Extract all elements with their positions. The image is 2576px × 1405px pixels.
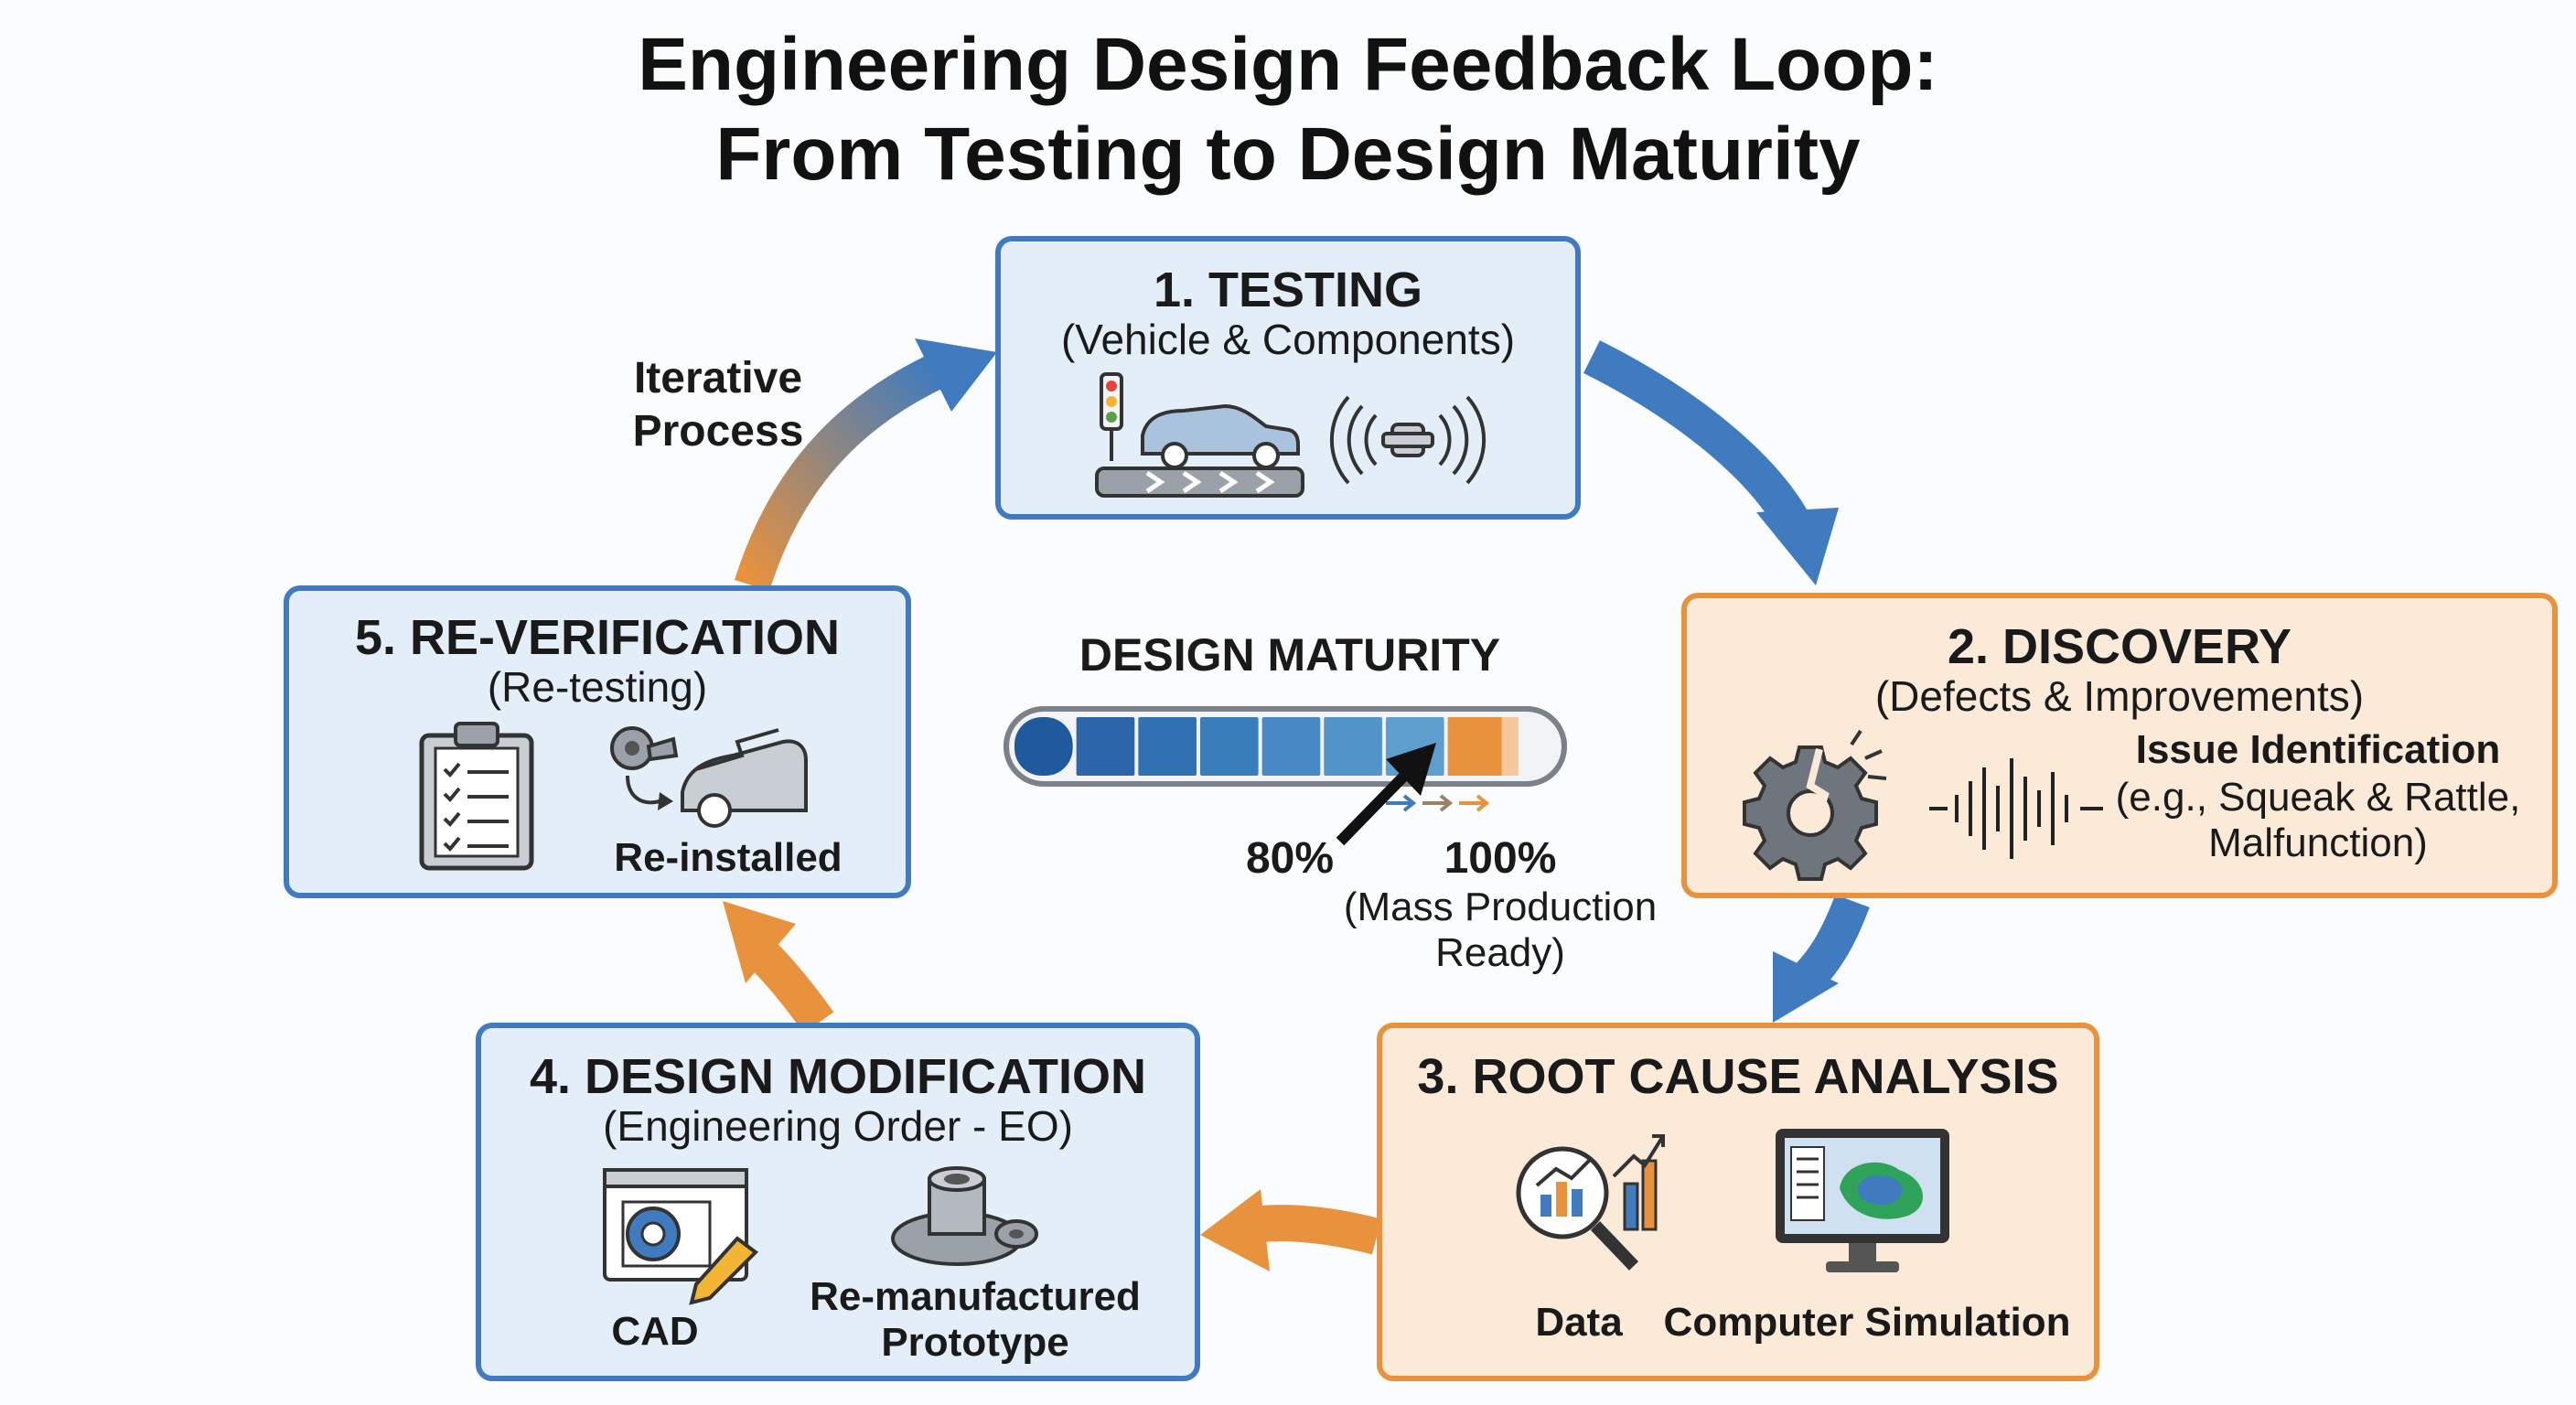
arrow-reverify-to-testing: [734, 353, 946, 592]
maturity-segment-complete: [1014, 717, 1073, 776]
design-maturity-title: DESIGN MATURITY: [1079, 629, 1501, 681]
maturity-current-value: 80%: [1245, 834, 1335, 883]
reverify-item-reinstalled: Re-installed: [614, 835, 843, 880]
step-subtitle: (Re-testing): [487, 663, 708, 711]
step-heading: 3. ROOT CAUSE ANALYSIS: [1417, 1049, 2059, 1104]
diagram-title: Engineering Design Feedback Loop: From T…: [0, 20, 2576, 199]
arrow-rca-to-modification: [1245, 1205, 1382, 1255]
issue-identification-title: Issue Identification: [2135, 727, 2501, 772]
title-line-2: From Testing to Design Maturity: [715, 113, 1861, 196]
broken-gear-icon: [1743, 729, 1887, 881]
cad-software-icon: [603, 1168, 759, 1305]
arrow-modification-to-reverify: [750, 942, 834, 1034]
maturity-target-value: 100%: [1444, 834, 1557, 883]
vibration-sensor-icon: [1329, 395, 1487, 485]
maturity-target-note-line-1: (Mass Production: [1343, 885, 1658, 929]
maturity-segment-fade: [1501, 717, 1519, 776]
checklist-clipboard-icon: [419, 722, 534, 871]
iterative-process-label: Iterative Process: [604, 352, 832, 458]
step-root-cause-box: 3. ROOT CAUSE ANALYSIS Data Computer Sim…: [1377, 1023, 2099, 1381]
step-subtitle: (Defects & Improvements): [1874, 672, 2365, 720]
computer-simulation-icon: [1776, 1129, 1949, 1272]
step-testing-box: 1. TESTING (Vehicle & Components): [995, 236, 1581, 520]
arrow-head-discovery: [1756, 508, 1839, 585]
arrow-discovery-to-rca: [1793, 894, 1870, 992]
issue-example-line-1: (e.g., Squeak & Rattle,: [2115, 775, 2521, 820]
prototype-part-icon: [891, 1166, 1038, 1266]
step-subtitle: (Engineering Order - EO): [603, 1102, 1073, 1150]
maturity-target-note-line-2: Ready): [1435, 930, 1565, 975]
maturity-segment-complete: [1261, 717, 1321, 776]
step-reverification-box: 5. RE-VERIFICATION (Re-testing) Re-insta…: [284, 585, 911, 898]
vehicle-test-track-icon: [1095, 372, 1304, 498]
step-heading: 5. RE-VERIFICATION: [354, 610, 841, 665]
part-reinstall-car-icon: [610, 726, 808, 828]
loop-label-line-2: Process: [632, 407, 804, 456]
sound-wave-icon: [1929, 758, 2103, 859]
maturity-segment-complete: [1138, 717, 1197, 776]
arrow-head-testing: [915, 338, 997, 412]
arrow-head-modification: [1200, 1189, 1270, 1271]
step-discovery-box: 2. DISCOVERY (Defects & Improvements) Is…: [1681, 593, 2558, 898]
issue-example-line-2: Malfunction): [2208, 820, 2428, 865]
loop-label-line-1: Iterative: [633, 354, 803, 402]
arrow-head-reverify: [723, 901, 796, 983]
maturity-pointer-arrow: [1336, 743, 1436, 846]
mod-item-prototype-line-1: Re-manufactured: [810, 1274, 1141, 1319]
rca-item-data: Data: [1535, 1300, 1623, 1345]
step-heading: 2. DISCOVERY: [1947, 619, 2292, 674]
arrow-testing-to-discovery: [1583, 340, 1814, 540]
arrow-head-rca: [1773, 951, 1839, 1023]
step-subtitle: (Vehicle & Components): [1060, 316, 1516, 363]
maturity-segment-progress: [1447, 717, 1502, 776]
data-analysis-icon: [1516, 1134, 1665, 1271]
title-line-1: Engineering Design Feedback Loop:: [638, 23, 1938, 106]
mod-item-prototype-line-2: Prototype: [881, 1320, 1069, 1365]
maturity-segment-complete: [1324, 717, 1382, 776]
step-heading: 1. TESTING: [1153, 263, 1423, 317]
rca-item-simulation: Computer Simulation: [1663, 1300, 2071, 1345]
step-heading: 4. DESIGN MODIFICATION: [529, 1049, 1147, 1104]
design-maturity-progress-bar: [1004, 706, 1567, 812]
mod-item-cad: CAD: [611, 1309, 699, 1354]
maturity-segment-complete: [1199, 717, 1259, 776]
step-design-modification-box: 4. DESIGN MODIFICATION (Engineering Orde…: [476, 1023, 1200, 1381]
maturity-segment-complete: [1076, 717, 1135, 776]
